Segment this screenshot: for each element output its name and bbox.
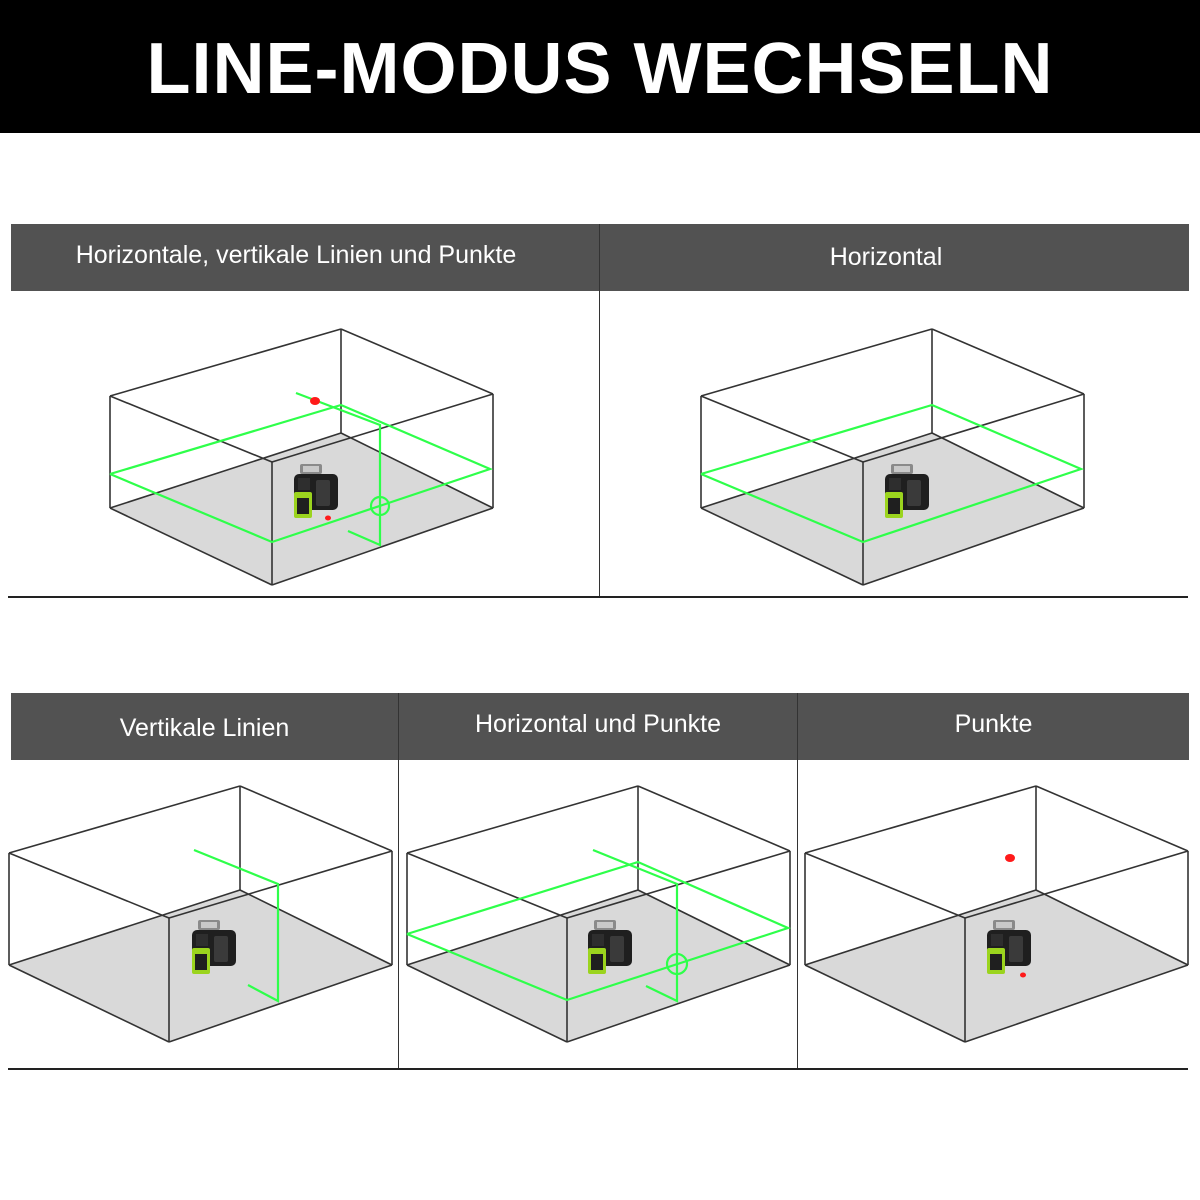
mode-label: Vertikale Linien [119, 714, 290, 742]
laser-dot-bottom [325, 515, 331, 521]
modes-row-1: Horizontale, vertikale Linien und Punkte… [0, 224, 1200, 598]
page-title: LINE-MODUS WECHSELN [146, 28, 1054, 109]
header-bar [11, 693, 1189, 760]
modes-row-2: Vertikale Linien Horizontal und Punkte P… [0, 693, 1200, 1070]
laser-level-device-icon [987, 920, 1031, 974]
mode-label: Horizontal und Punkte [475, 710, 721, 738]
horizontal-laser-line [109, 403, 494, 544]
divider [398, 693, 399, 1068]
room-box [406, 785, 791, 1043]
title-banner: LINE-MODUS WECHSELN [0, 0, 1200, 133]
mode-label: Horizontale, vertikale Linien und Punkte [75, 241, 517, 269]
laser-level-device-icon [588, 920, 632, 974]
vertical-laser-line [592, 848, 689, 1003]
horizontal-laser-line [406, 860, 792, 1002]
divider [599, 224, 600, 596]
header-bar [11, 224, 1189, 291]
laser-level-device-icon [885, 464, 929, 518]
room-box [8, 785, 393, 1043]
mode-diagram [700, 328, 1085, 586]
vertical-laser-line [295, 391, 391, 547]
room-box [700, 328, 1085, 586]
mode-diagram [8, 785, 393, 1043]
horizontal-laser-line [700, 403, 1085, 544]
mode-diagram [109, 328, 494, 586]
vertical-laser-line [193, 848, 280, 1003]
laser-dot-bottom [1020, 972, 1026, 978]
mode-diagram [804, 785, 1189, 1043]
laser-level-device-icon [192, 920, 236, 974]
mode-label: Horizontal [829, 243, 943, 271]
laser-dot-top [310, 397, 320, 405]
room-box [804, 785, 1189, 1043]
divider [797, 693, 798, 1068]
laser-dot-top [1005, 854, 1015, 862]
mode-diagram [406, 785, 792, 1043]
divider [8, 596, 1188, 598]
mode-label: Punkte [954, 710, 1033, 738]
divider [8, 1068, 1188, 1070]
laser-level-device-icon [294, 464, 338, 518]
